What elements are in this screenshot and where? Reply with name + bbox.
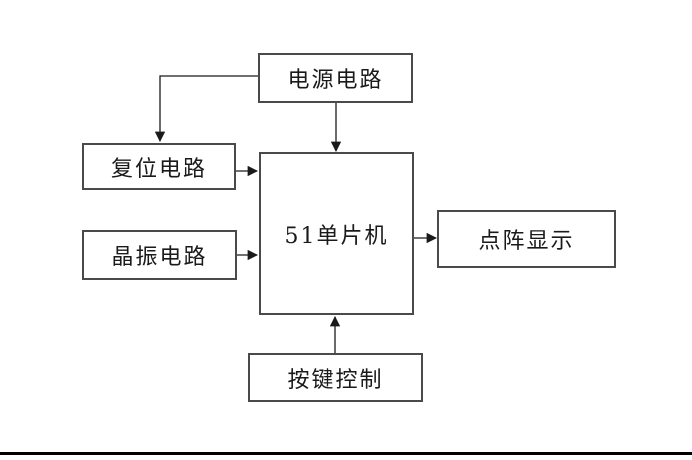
node-mcu-51-label: 51单片机 [284,223,389,249]
node-power-circuit: 电源电路 [258,53,413,103]
node-dot-matrix-display: 点阵显示 [437,210,616,268]
node-crystal-circuit-label: 晶振电路 [111,245,208,270]
node-power-circuit-label: 电源电路 [287,68,384,93]
node-crystal-circuit: 晶振电路 [82,230,237,280]
bottom-border-line [0,452,692,455]
node-dot-matrix-display-label: 点阵显示 [478,229,575,254]
node-key-control: 按键控制 [248,353,423,402]
arrow-power-to-reset [154,75,258,143]
node-reset-circuit: 复位电路 [82,143,236,190]
node-reset-circuit-label: 复位电路 [110,156,207,182]
node-mcu-51: 51单片机 [259,152,414,315]
node-key-control-label: 按键控制 [287,367,384,393]
